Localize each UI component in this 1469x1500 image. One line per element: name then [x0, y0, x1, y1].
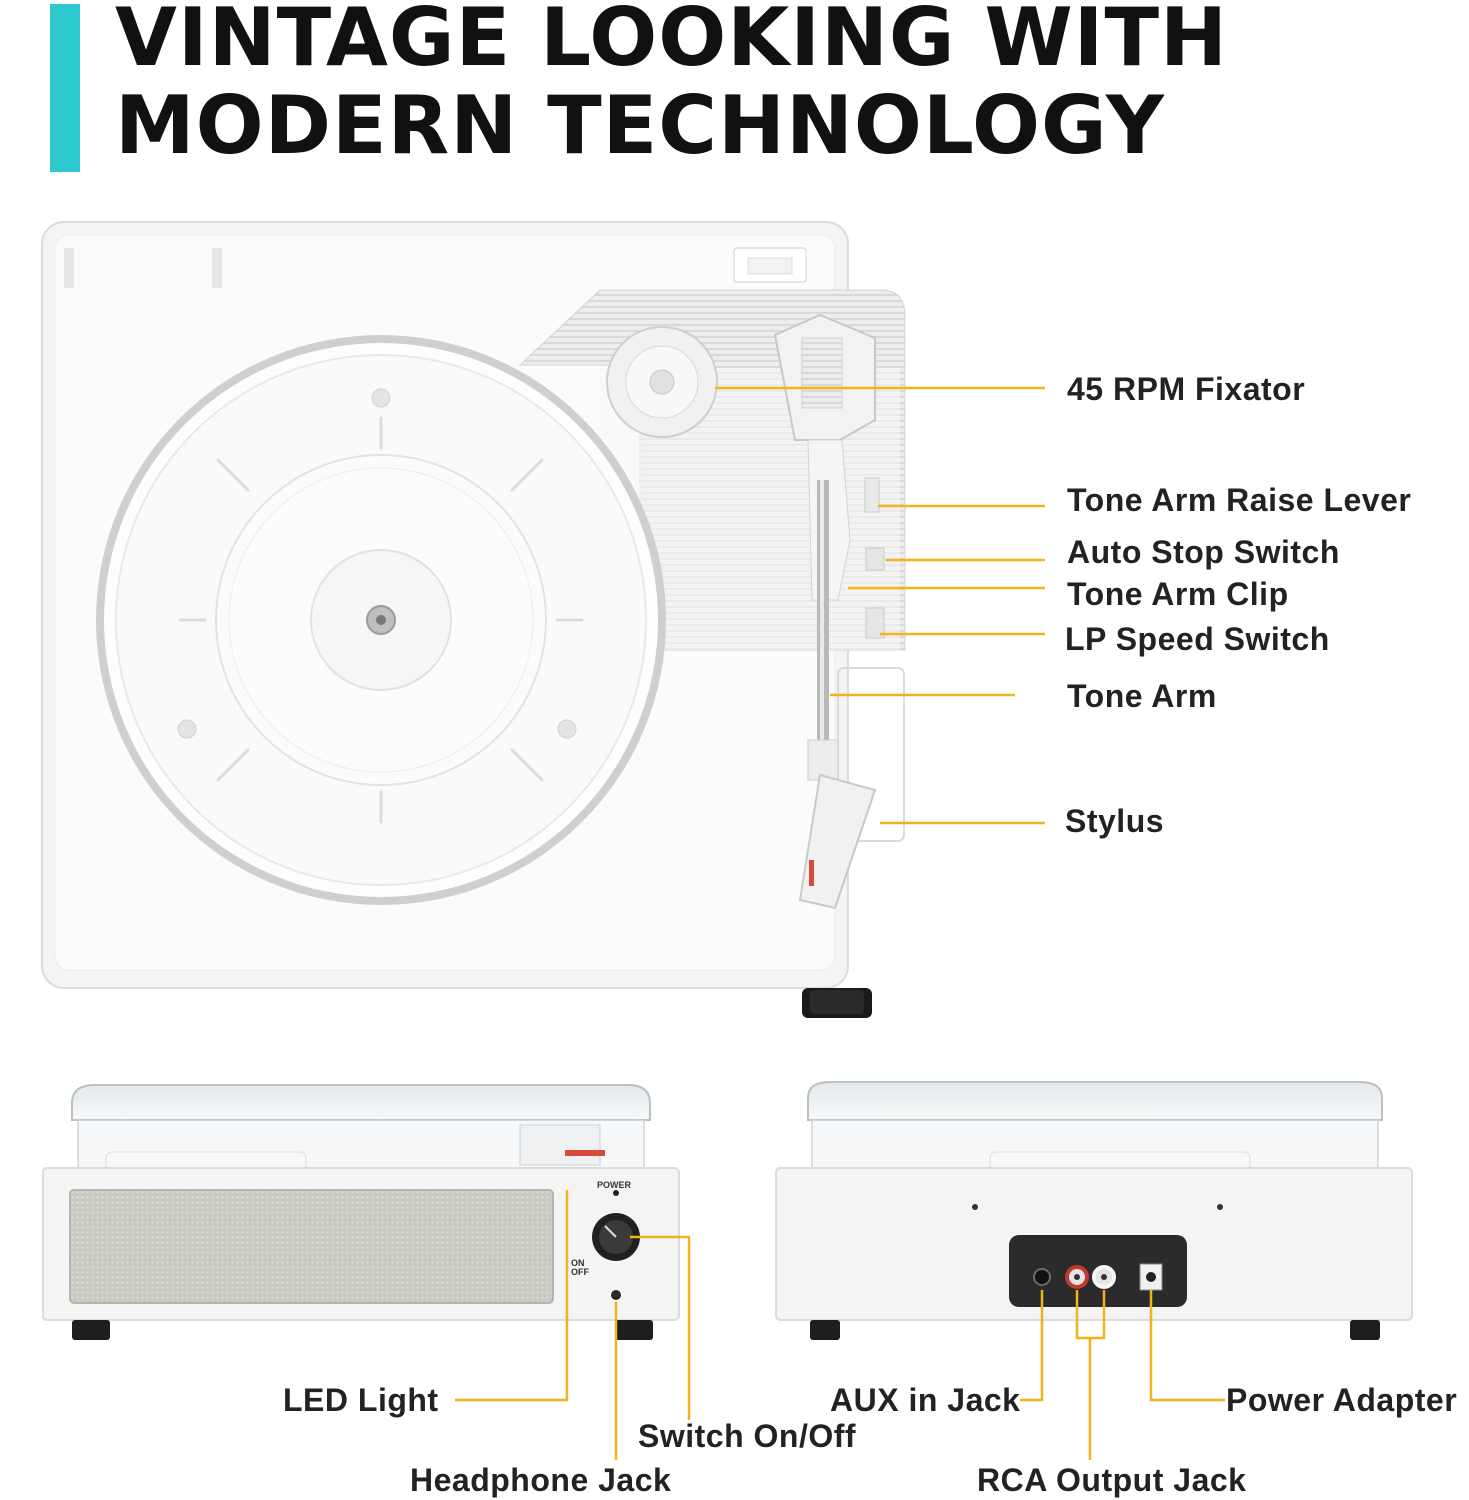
label-headphone-jack: Headphone Jack	[410, 1462, 672, 1498]
title-line-1: VINTAGE LOOKING WITH	[115, 0, 1228, 84]
label-power-adapter: Power Adapter	[1226, 1382, 1458, 1418]
back-callout-lines	[1020, 1290, 1225, 1460]
label-rca-output-jack: RCA Output Jack	[977, 1462, 1247, 1498]
label-auto-stop-switch: Auto Stop Switch	[1067, 534, 1340, 570]
on-marking: ON	[571, 1258, 585, 1268]
tone-arm-drawing	[773, 313, 877, 910]
page-title: VINTAGE LOOKING WITH MODERN TECHNOLOGY	[115, 0, 1228, 170]
label-lp-speed-switch: LP Speed Switch	[1065, 621, 1330, 657]
label-switch-on-off: Switch On/Off	[638, 1418, 857, 1454]
label-tone-arm: Tone Arm	[1067, 678, 1217, 714]
label-tone-arm-clip: Tone Arm Clip	[1067, 576, 1289, 612]
front-callout-lines	[455, 1190, 691, 1460]
label-led-light: LED Light	[283, 1382, 439, 1418]
title-line-2: MODERN TECHNOLOGY	[115, 79, 1165, 172]
speaker-grille	[69, 1189, 554, 1304]
accent-bar	[50, 4, 80, 172]
off-marking: OFF	[571, 1267, 589, 1277]
back-view-turntable	[775, 1081, 1413, 1460]
top-callout-lines	[715, 386, 1045, 825]
label-aux-in-jack: AUX in Jack	[830, 1382, 1021, 1418]
label-45rpm-fixator: 45 RPM Fixator	[1067, 371, 1306, 407]
headphone-port	[611, 1290, 621, 1300]
front-view-turntable	[42, 1084, 691, 1460]
top-view-turntable	[41, 221, 1045, 1018]
power-marking: POWER	[597, 1180, 632, 1190]
label-stylus: Stylus	[1065, 803, 1165, 839]
label-tone-arm-raise-lever: Tone Arm Raise Lever	[1067, 482, 1412, 518]
